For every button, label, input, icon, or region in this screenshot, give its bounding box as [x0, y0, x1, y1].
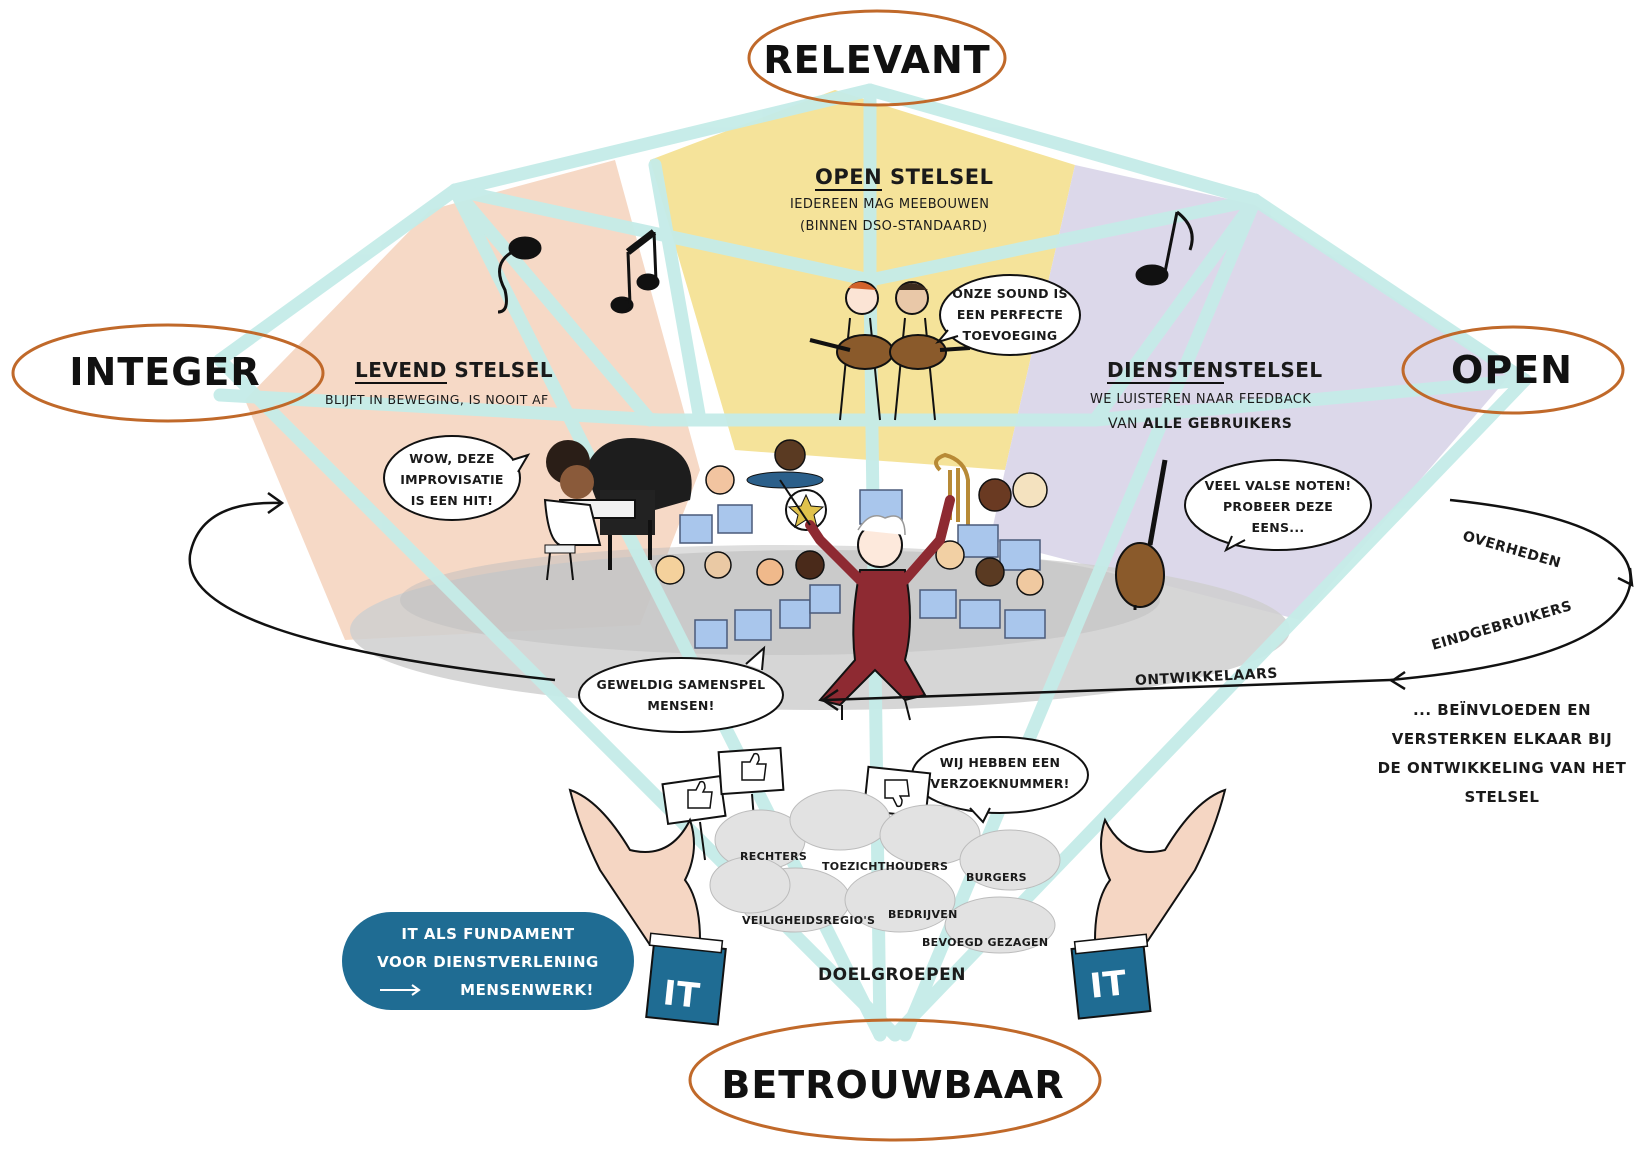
audience-veiligheidsregios: VEILIGHEIDSREGIO'S: [742, 914, 876, 927]
cycle-note: ... BEÏNVLOEDEN EN VERSTERKEN ELKAAR BIJ…: [1367, 696, 1637, 812]
diensten-title: DIENSTENSTELSEL: [1107, 358, 1323, 384]
music-note-icon: [497, 236, 542, 314]
bubble-verzoek-line: VERZOEKNUMMER!: [930, 776, 1070, 791]
left-cuff-label: IT: [661, 973, 702, 1017]
open-label: OPEN: [1451, 348, 1573, 392]
bubble-sound: [939, 274, 1081, 356]
audience-toezichthouders: TOEZICHTHOUDERS: [822, 860, 949, 873]
diensten-title-underlined: DIENSTEN: [1107, 358, 1224, 384]
cycle-note-line: STELSEL: [1464, 788, 1540, 806]
left-hand: [568, 788, 727, 1026]
betrouwbaar-oval: [688, 1018, 1102, 1142]
guitar-right: [1115, 459, 1168, 610]
bubble-samenspel-text: GEWELDIG SAMENSPEL MENSEN!: [596, 674, 766, 716]
open-stelsel-title: OPEN STELSEL: [815, 165, 994, 191]
grand-piano: [559, 438, 692, 570]
audience-bevoegd-gezagen: BEVOEGD GEZAGEN: [922, 936, 1049, 949]
integer-oval: [11, 323, 325, 423]
audience-bedrijven: BEDRIJVEN: [888, 908, 958, 921]
guitarists: [809, 281, 971, 421]
bubble-wow: [383, 435, 521, 521]
levend-title-rest: STELSEL: [446, 358, 554, 382]
open-stelsel-title-underlined: OPEN: [815, 165, 883, 191]
bubble-valse-text: VEEL VALSE NOTEN! PROBEER DEZE EENS...: [1192, 475, 1364, 538]
conductor: [779, 479, 955, 721]
bubble-samenspel-line: GEWELDIG SAMENSPEL: [596, 677, 766, 692]
eighth-note-icon: [1135, 210, 1194, 286]
relevant-label: RELEVANT: [763, 38, 991, 82]
cycle-note-line: ... BEÏNVLOEDEN EN: [1412, 701, 1592, 719]
betrouwbaar-label: BETROUWBAAR: [721, 1063, 1065, 1107]
integer-label: INTEGER: [69, 350, 261, 394]
relevant-oval: [747, 9, 1007, 107]
open-oval: [1401, 325, 1625, 415]
diensten-subtitle-2-bold: ALLE GEBRUIKERS: [1142, 416, 1293, 432]
double-note-icon: [610, 229, 660, 314]
bubble-valse-line: VEEL VALSE NOTEN!: [1204, 478, 1352, 493]
diensten-subtitle-1: WE LUISTEREN NAAR FEEDBACK: [1090, 392, 1312, 407]
it-badge-line-3: MENSENWERK!: [460, 981, 594, 999]
cycle-note-line: DE ONTWIKKELING VAN HET: [1377, 759, 1627, 777]
diensten-subtitle-2: VAN ALLE GEBRUIKERS: [1108, 416, 1292, 432]
bubble-samenspel: [578, 657, 784, 733]
open-stelsel-subtitle-1: IEDEREEN MAG MEEBOUWEN: [790, 197, 990, 212]
arrow-right-icon: [380, 984, 421, 996]
pianist: [543, 440, 602, 581]
it-badge-line-2: VOOR DIENSTVERLENING: [377, 953, 599, 971]
levend-subtitle: BLIJFT IN BEWEGING, IS NOOIT AF: [325, 392, 549, 407]
bubble-wow-line: WOW, DEZE: [409, 451, 495, 466]
audience-rechters: RECHTERS: [740, 850, 808, 863]
bubble-wow-text: WOW, DEZE IMPROVISATIE IS EEN HIT!: [392, 448, 512, 511]
bubble-wow-line: IS EEN HIT!: [410, 493, 494, 508]
feedback-loop: [188, 491, 1634, 712]
audience-crowd: [709, 789, 1061, 954]
bubble-wow-line: IMPROVISATIE: [400, 472, 504, 487]
bubble-verzoek-line: WIJ HEBBEN EEN: [939, 755, 1061, 770]
it-badge: [342, 912, 634, 1010]
bubble-samenspel-line: MENSEN!: [647, 698, 715, 713]
diensten-subtitle-2-prefix: VAN: [1108, 416, 1143, 432]
right-cuff-label: IT: [1088, 963, 1129, 1007]
thumbs-down-icon: [884, 779, 910, 808]
bubble-sound-line: ONZE SOUND IS: [952, 286, 1068, 301]
drum-kit: [746, 471, 827, 531]
audience-doelgroepen: DOELGROEPEN: [818, 965, 966, 985]
it-badge-text: IT ALS FUNDAMENT VOOR DIENSTVERLENING ME…: [342, 920, 634, 1004]
audience-burgers: BURGERS: [966, 871, 1027, 884]
bubble-sound-line: EEN PERFECTE: [956, 307, 1064, 322]
bubble-verzoek-text: WIJ HEBBEN EEN VERZOEKNUMMER!: [924, 752, 1076, 794]
cycle-note-line: VERSTERKEN ELKAAR BIJ: [1391, 730, 1613, 748]
bubble-sound-text: ONZE SOUND IS EEN PERFECTE TOEVOEGING: [948, 283, 1072, 346]
thumbs-up-icon: [687, 752, 767, 809]
bubble-valse-line: PROBEER DEZE: [1222, 499, 1334, 514]
bubble-valse: [1184, 459, 1372, 551]
levend-title: LEVEND STELSEL: [355, 358, 554, 384]
open-stelsel-subtitle-2: (BINNEN DSO-STANDAARD): [800, 219, 988, 234]
speech-bubbles: [383, 274, 1372, 824]
bubble-sound-line: TOEVOEGING: [962, 328, 1058, 343]
bubble-valse-line: EENS...: [1251, 520, 1305, 535]
right-hand: [1070, 788, 1227, 1020]
open-stelsel-title-rest: STELSEL: [882, 165, 994, 189]
music-stands: [679, 489, 1046, 649]
orchestra-members: [655, 439, 1048, 596]
it-badge-line-1: IT ALS FUNDAMENT: [401, 925, 575, 943]
levend-title-underlined: LEVEND: [355, 358, 447, 384]
ovals: [11, 9, 1625, 1142]
diensten-title-rest: STELSEL: [1223, 358, 1323, 382]
